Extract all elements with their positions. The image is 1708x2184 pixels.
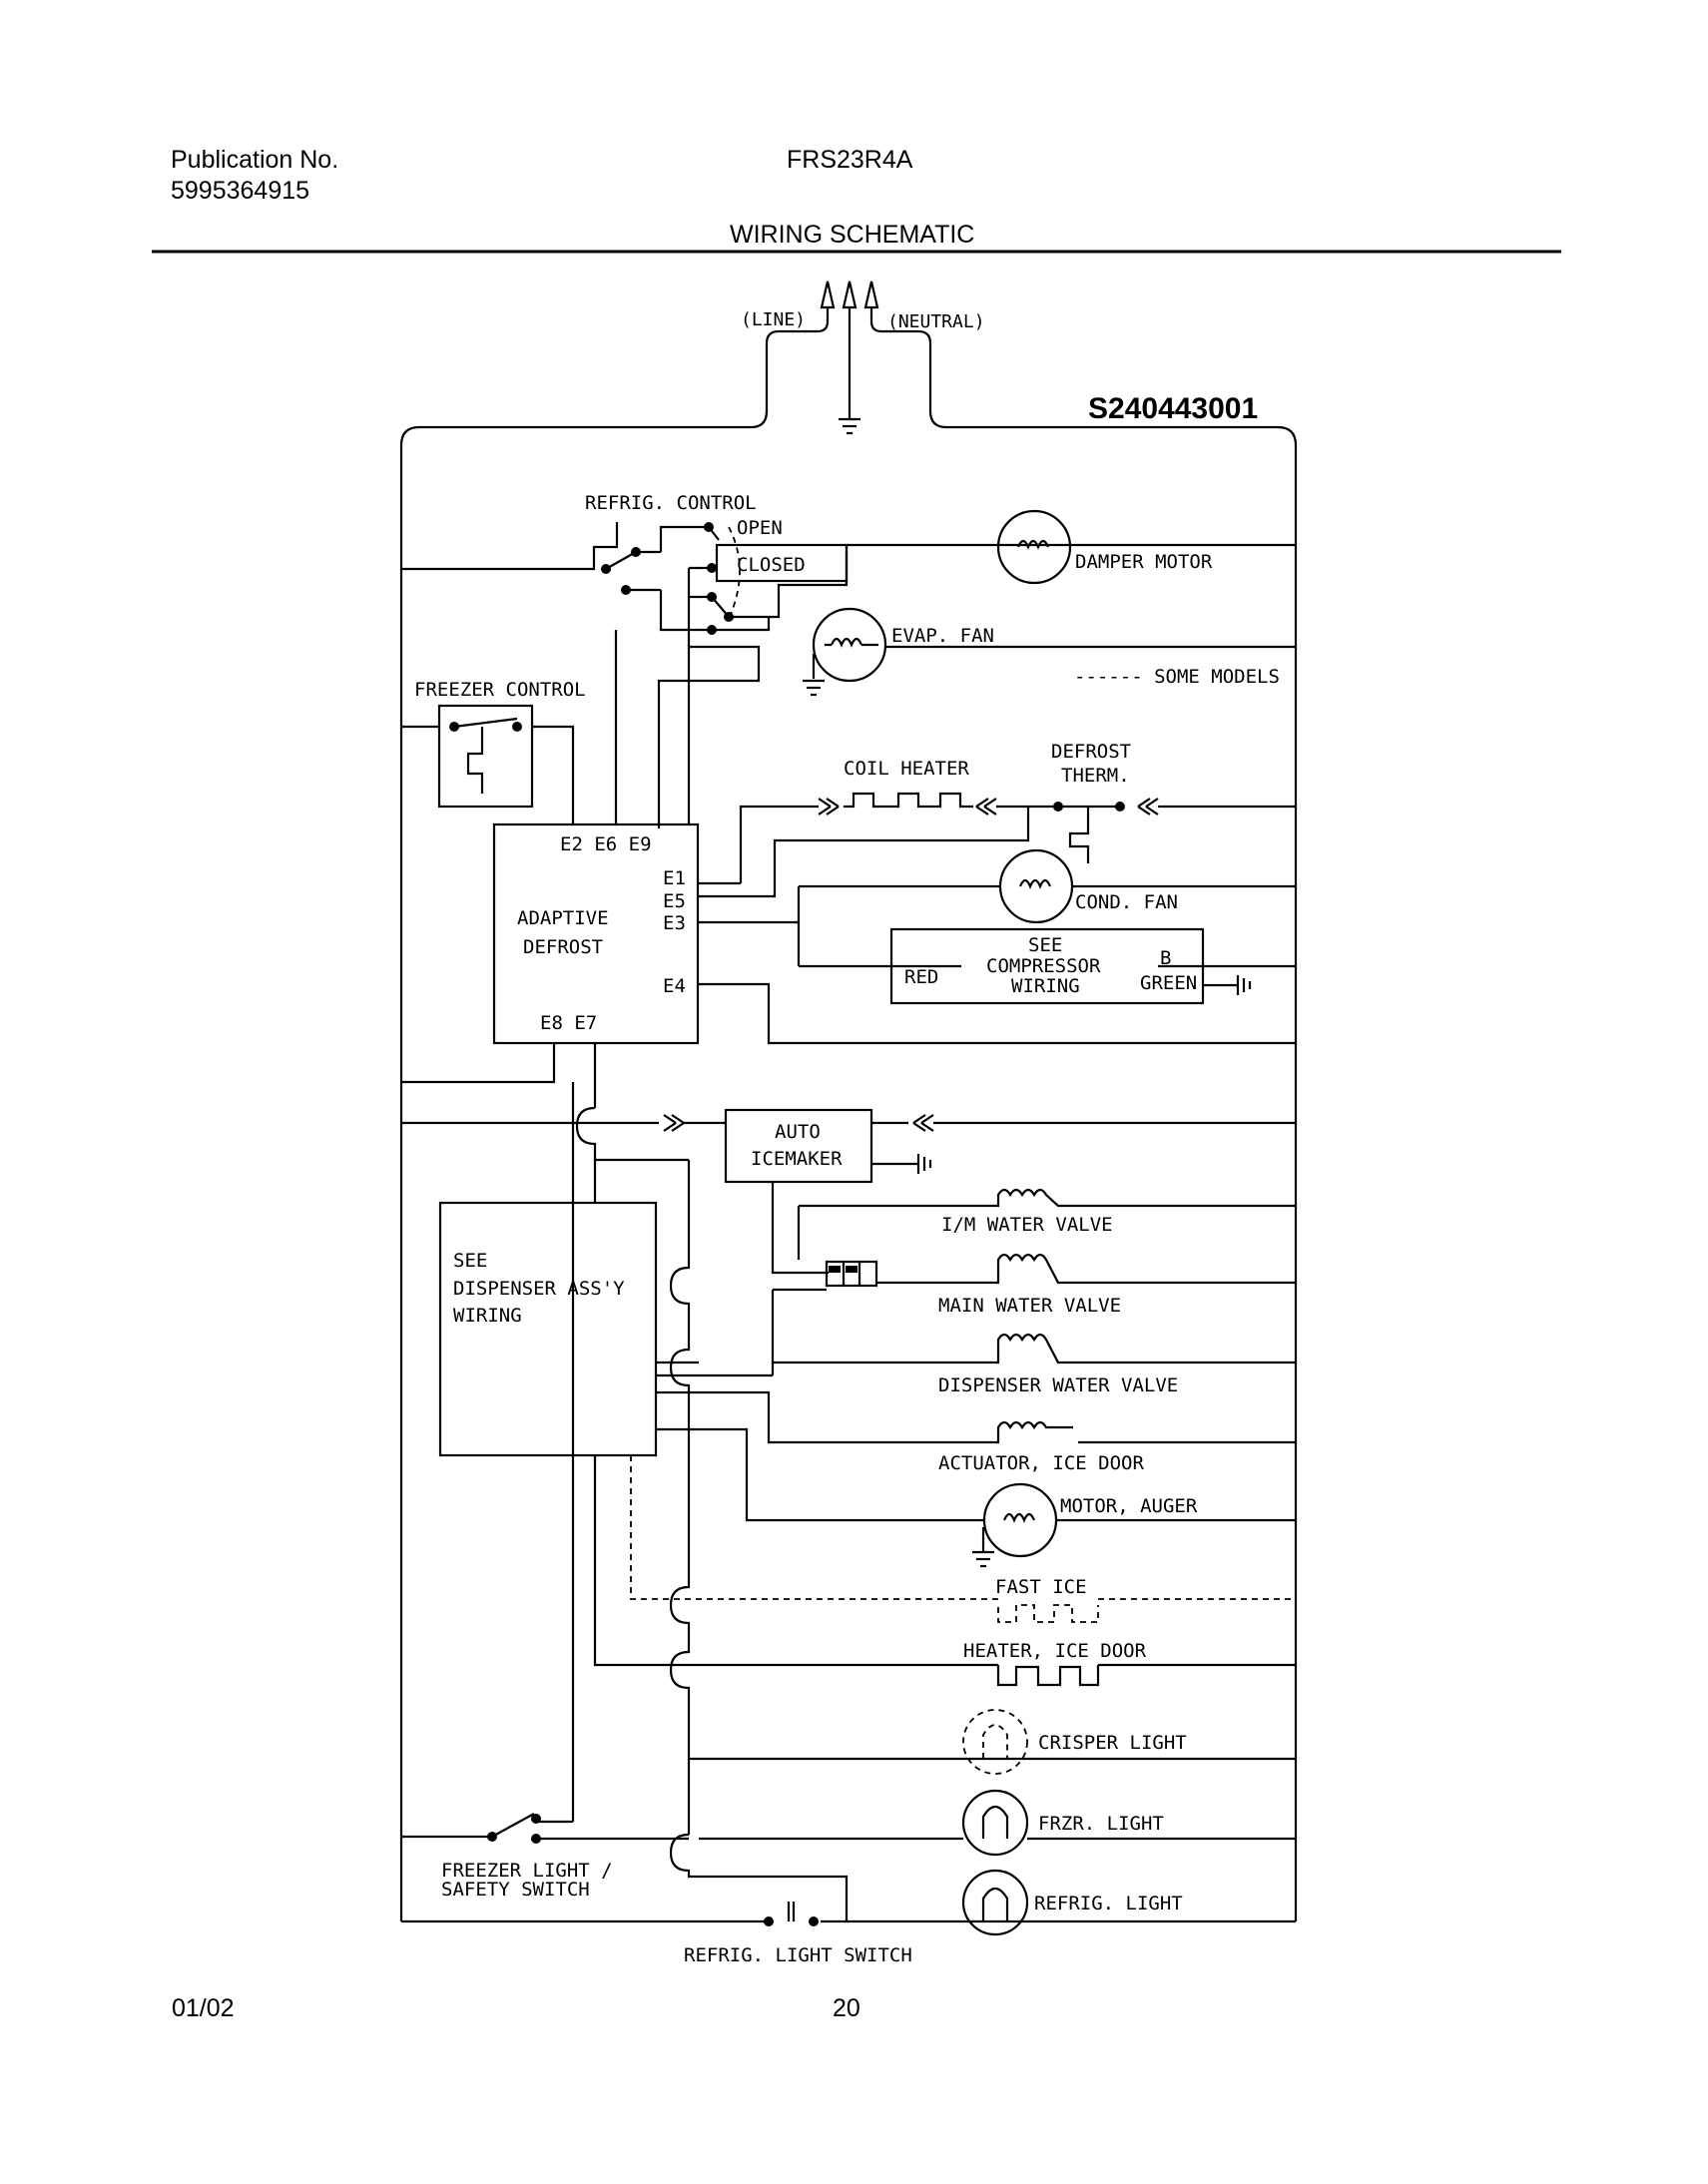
adaptive-label: ADAPTIVE	[517, 907, 609, 929]
adaptive-defrost-board: E2 E6 E9 E1 E5 E3 E4 ADAPTIVE DEFROST E8…	[492, 822, 700, 1045]
motor-auger: MOTOR, AUGER	[972, 1482, 1296, 1568]
crisper-light-label: CRISPER LIGHT	[1038, 1732, 1187, 1754]
ground-icon	[972, 1550, 994, 1568]
dispenser-water-valve: DISPENSER WATER VALVE	[773, 1333, 1296, 1396]
freezer-light-switch-label-2: SAFETY SWITCH	[441, 1879, 590, 1901]
evap-fan-label: EVAP. FAN	[891, 625, 994, 647]
fast-ice-label: FAST ICE	[995, 1576, 1087, 1598]
bulb-filament-icon	[981, 1887, 1009, 1921]
frzr-light-label: FRZR. LIGHT	[1038, 1813, 1164, 1835]
compressor-label: COMPRESSOR	[986, 955, 1101, 977]
dispenser-see-label: SEE	[453, 1250, 487, 1272]
main-water-valve-label: MAIN WATER VALVE	[938, 1295, 1121, 1317]
fan-coil-icon	[1018, 878, 1052, 889]
defrost-label: DEFROST	[523, 936, 603, 958]
heater-element-icon	[996, 1665, 1100, 1687]
fan-coil-icon	[825, 637, 878, 648]
refrig-control-label: REFRIG. CONTROL	[585, 492, 757, 514]
im-water-valve: I/M WATER VALVE	[797, 1188, 1296, 1260]
freezer-control-label: FREEZER CONTROL	[414, 679, 586, 701]
heater-element-icon	[844, 792, 973, 809]
compressor-wiring: SEE COMPRESSOR WIRING RED B GREEN	[799, 927, 1296, 1005]
closed-label: CLOSED	[737, 554, 806, 576]
coil-heater: COIL HEATER	[739, 758, 1058, 883]
actuator-ice-door: ACTUATOR, ICE DOOR	[938, 1452, 1144, 1474]
compressor-red-label: RED	[904, 966, 938, 988]
cond-fan: COND. FAN	[698, 848, 1296, 966]
heater-element-icon	[997, 1604, 1099, 1623]
damper-motor-label: DAMPER MOTOR	[1075, 551, 1213, 573]
im-water-valve-label: I/M WATER VALVE	[941, 1214, 1113, 1236]
heater-ice-door-label: HEATER, ICE DOOR	[963, 1640, 1147, 1662]
open-label: OPEN	[737, 517, 783, 539]
auto-icemaker: AUTO ICEMAKER	[663, 1108, 1296, 1184]
model-number: FRS23R4A	[787, 146, 913, 174]
ground-icon	[916, 1154, 932, 1174]
footer-date: 01/02	[172, 1994, 235, 2022]
freezer-light-safety-switch: FREEZER LIGHT / SAFETY SWITCH	[401, 1813, 689, 1901]
dispenser-assy-label: DISPENSER ASS'Y	[453, 1278, 625, 1300]
crisper-light: CRISPER LIGHT	[699, 1709, 1296, 1775]
compressor-wiring-label: WIRING	[1011, 975, 1080, 997]
dispenser-water-valve-label: DISPENSER WATER VALVE	[938, 1374, 1178, 1396]
coil-heater-label: COIL HEATER	[844, 758, 969, 780]
freezer-control: FREEZER CONTROL	[401, 679, 586, 824]
terminal-e4: E4	[663, 975, 686, 997]
compressor-see-label: SEE	[1028, 934, 1062, 956]
defrost-thermostat: DEFROST THERM.	[1051, 741, 1296, 863]
actuator-ice-door-label: ACTUATOR, ICE DOOR	[938, 1452, 1144, 1474]
refrig-control: REFRIG. CONTROL OPEN CLOSED	[401, 492, 998, 635]
some-models-legend: ------ SOME MODELS	[1074, 666, 1280, 688]
terminal-e3: E3	[663, 912, 686, 934]
motor-coil-icon	[1016, 539, 1050, 550]
ground-icon	[803, 679, 825, 697]
heater-ice-door: HEATER, ICE DOOR	[593, 1455, 1296, 1687]
bulb-filament-icon	[982, 1724, 1008, 1759]
refrig-light: REFRIG. LIGHT	[961, 1869, 1183, 1936]
power-input: (LINE) (NEUTRAL)	[399, 280, 1298, 461]
dispenser-wiring-label: WIRING	[453, 1305, 522, 1327]
compressor-b-label: B	[1160, 947, 1171, 969]
ground-icon	[839, 417, 860, 435]
motor-auger-label: MOTOR, AUGER	[1060, 1495, 1198, 1517]
refrig-light-switch: REFRIG. LIGHT SWITCH	[684, 1902, 912, 1966]
compressor-green-label: GREEN	[1140, 972, 1197, 994]
motor-coil-icon	[1002, 1512, 1036, 1523]
document-id: S240443001	[1088, 392, 1258, 425]
icemaker-label-2: ICEMAKER	[751, 1148, 843, 1170]
plug-prongs-icon	[820, 280, 879, 309]
terminals-bottom: E8 E7	[540, 1012, 597, 1034]
bulb-filament-icon	[981, 1805, 1009, 1839]
damper-motor: DAMPER MOTOR	[996, 509, 1296, 585]
water-valve-connector	[825, 1260, 878, 1288]
terminals-top: E2 E6 E9	[560, 833, 652, 855]
page-title: WIRING SCHEMATIC	[730, 221, 974, 249]
line-label: (LINE)	[741, 309, 806, 330]
fast-ice: FAST ICE	[630, 1455, 1296, 1623]
refrig-light-switch-label: REFRIG. LIGHT SWITCH	[684, 1944, 912, 1966]
freezer-light-switch-label-1: FREEZER LIGHT /	[441, 1860, 613, 1882]
defrost-therm-label-1: DEFROST	[1051, 741, 1131, 763]
evap-fan: EVAP. FAN	[657, 607, 1296, 828]
neutral-label: (NEUTRAL)	[887, 311, 985, 332]
refrig-light-label: REFRIG. LIGHT	[1034, 1893, 1183, 1914]
publication-label: Publication No.	[171, 146, 338, 174]
main-water-valve: MAIN WATER VALVE	[876, 1253, 1296, 1317]
page-number: 20	[833, 1994, 860, 2022]
cond-fan-label: COND. FAN	[1075, 891, 1178, 913]
publication-number: 5995364915	[171, 177, 309, 205]
terminal-e1: E1	[663, 867, 686, 889]
dispenser-assembly: SEE DISPENSER ASS'Y WIRING	[438, 1201, 658, 1457]
defrost-therm-label-2: THERM.	[1061, 765, 1130, 787]
frzr-light: FRZR. LIGHT	[699, 1789, 1296, 1857]
ground-icon	[1236, 975, 1252, 995]
terminal-e5: E5	[663, 890, 686, 912]
icemaker-label-1: AUTO	[775, 1121, 821, 1143]
